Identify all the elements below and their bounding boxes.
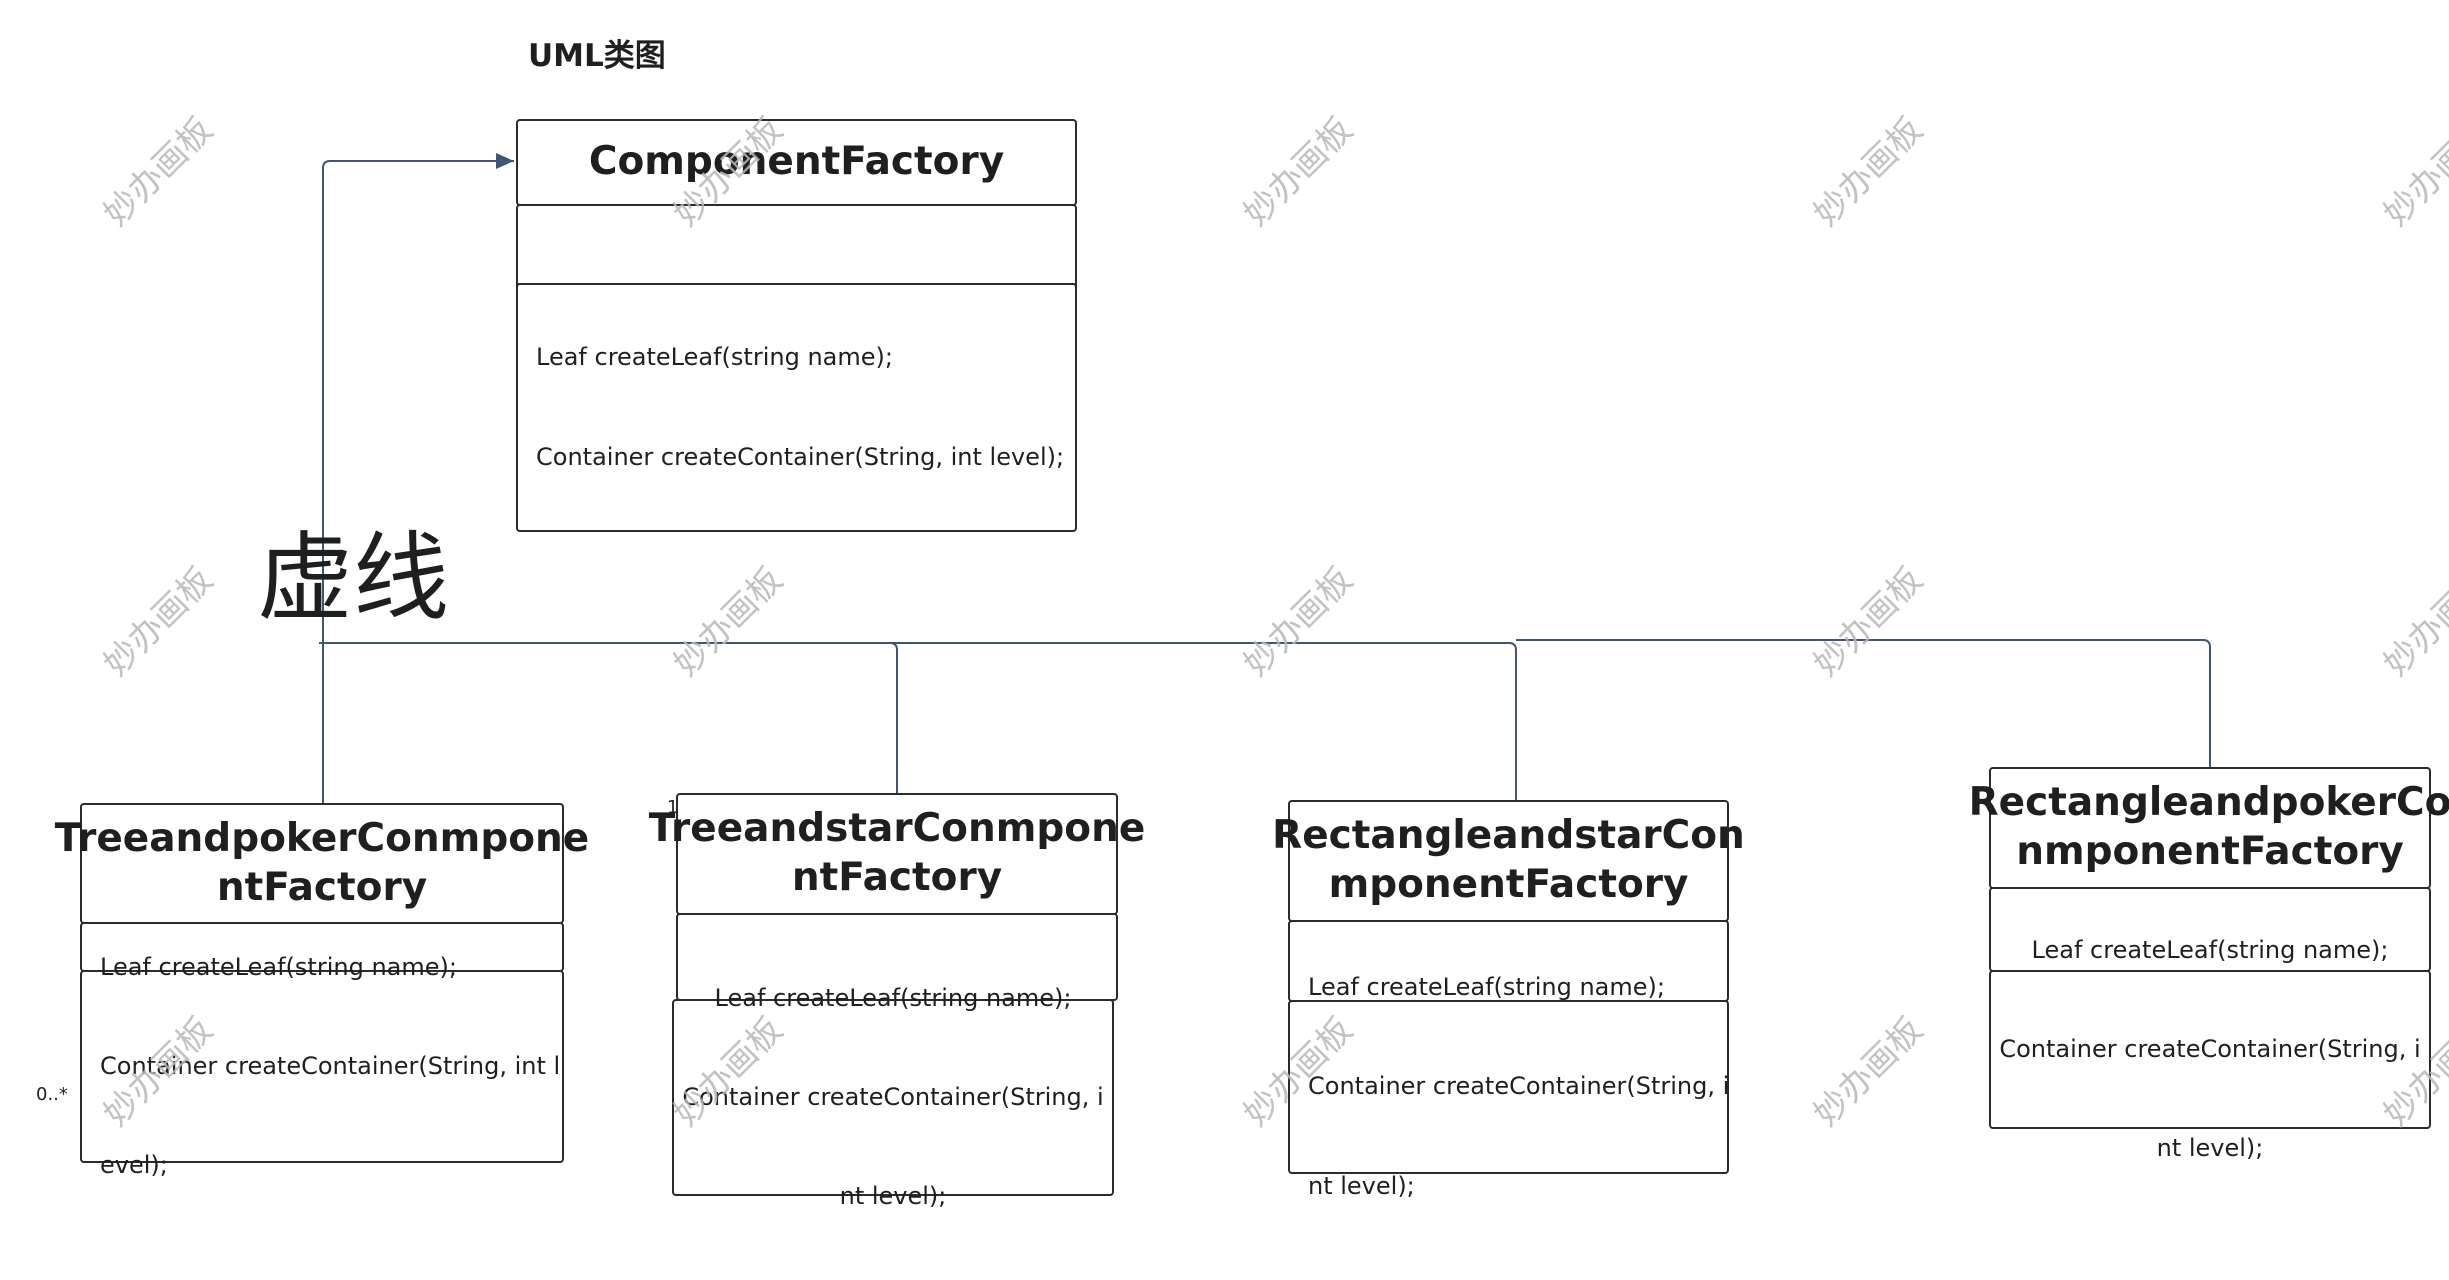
class-rectangleandstar-factory[interactable]: RectangleandstarCon mponentFactory Leaf …	[1272, 800, 1745, 1200]
attributes-compartment	[80, 922, 564, 972]
operation: Leaf createLeaf(string name);	[536, 343, 893, 372]
operation: nt level);	[2156, 1134, 2264, 1163]
class-name: TreeandpokerConmpone ntFactory	[55, 803, 589, 924]
operation: Container createContainer(String, int l	[100, 1051, 561, 1080]
operation: Leaf createLeaf(string name);	[714, 983, 1072, 1012]
class-component-factory[interactable]: ComponentFactory Leaf createLeaf(string …	[516, 119, 1077, 532]
operation: Container createContainer(String, i	[1999, 1034, 2421, 1063]
class-name: TreeandstarConmpone ntFactory	[649, 793, 1145, 915]
multiplicity-label: 1	[667, 797, 679, 818]
diagram-canvas: UML类图 虚线 ComponentFactory Leaf createLea…	[36, 38, 2449, 1210]
operations-compartment: Leaf createLeaf(string name); Container …	[80, 953, 564, 1179]
class-treeandpoker-factory[interactable]: TreeandpokerConmpone ntFactory Leaf crea…	[55, 803, 589, 1179]
class-treeandstar-factory[interactable]: TreeandstarConmpone ntFactory Leaf creat…	[649, 793, 1145, 1210]
operation: Container createContainer(String, int le…	[536, 442, 1065, 471]
class-name: RectangleandpokerCo nmponentFactory	[1969, 767, 2449, 889]
operation: Leaf createLeaf(string name);	[100, 952, 457, 981]
connectors	[319, 153, 2211, 805]
class-name: RectangleandstarCon mponentFactory	[1272, 800, 1745, 922]
annotation-dashed-line: 虚线	[257, 522, 449, 634]
operations-compartment: Leaf createLeaf(string name); Container …	[516, 283, 1077, 532]
diagram-title: UML类图	[528, 38, 666, 74]
operation: Container createContainer(String, i	[682, 1082, 1104, 1111]
operation: nt level);	[1308, 1171, 1415, 1200]
operations-compartment: Leaf createLeaf(string name); Container …	[672, 984, 1114, 1210]
operation: Container createContainer(String, i	[1308, 1072, 1730, 1101]
operation: Leaf createLeaf(string name);	[1308, 973, 1665, 1002]
operation: evel);	[100, 1151, 168, 1180]
connector-rectpoker	[1516, 639, 2211, 767]
class-name: ComponentFactory	[516, 119, 1077, 206]
class-rectangleandpoker-factory[interactable]: RectangleandpokerCo nmponentFactory Leaf…	[1969, 767, 2449, 1162]
attributes-compartment	[1288, 920, 1729, 1002]
operations-compartment: Leaf createLeaf(string name); Container …	[1288, 973, 1730, 1200]
realization-line-main	[322, 153, 514, 805]
connector-treestar	[889, 642, 898, 793]
operations-compartment: Leaf createLeaf(string name); Container …	[1989, 936, 2431, 1162]
connector-horizontal	[319, 642, 1517, 800]
operation: Leaf createLeaf(string name);	[2031, 935, 2389, 964]
operation: nt level);	[839, 1182, 947, 1211]
multiplicity-label: 0..*	[36, 1084, 68, 1105]
